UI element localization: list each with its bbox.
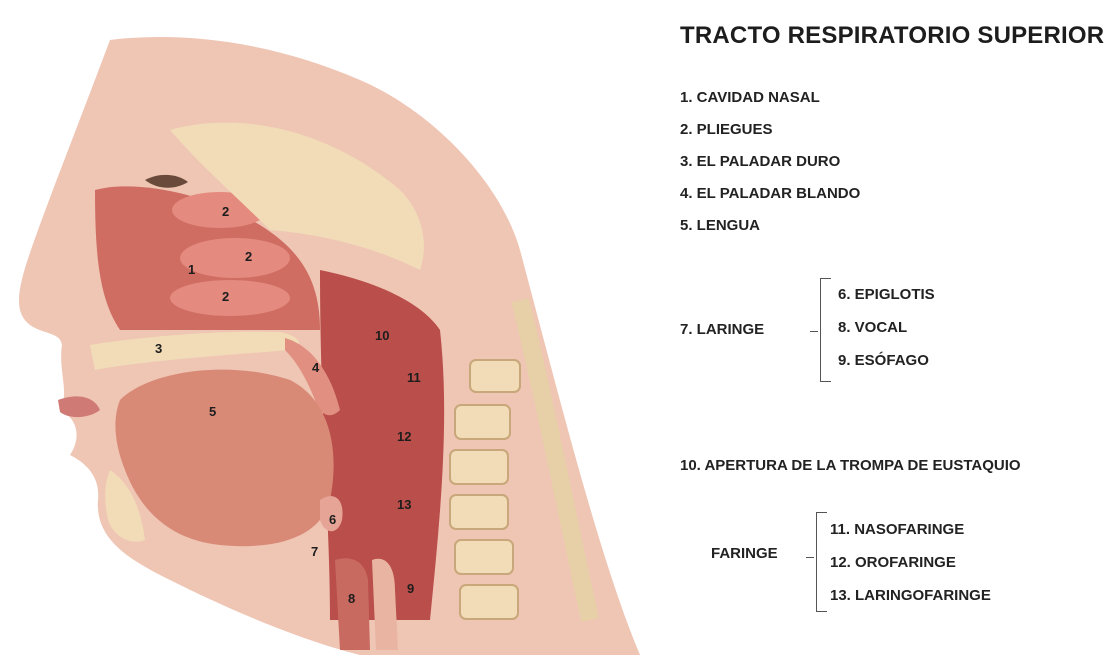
diagram-label-13: 13 bbox=[397, 498, 411, 511]
legend-item: 3. EL PALADAR DURO bbox=[680, 152, 860, 184]
pharynx-brace bbox=[816, 512, 817, 612]
larynx-item: 8. VOCAL bbox=[838, 318, 935, 351]
pharynx-brace-tick bbox=[806, 557, 814, 558]
larynx-item: 9. ESÓFAGO bbox=[838, 351, 935, 384]
pharynx-sub-list: 11. NASOFARINGE 12. OROFARINGE 13. LARIN… bbox=[830, 520, 991, 619]
diagram-label-2: 2 bbox=[245, 250, 252, 263]
diagram-label-7: 7 bbox=[311, 545, 318, 558]
diagram-label-3: 3 bbox=[155, 342, 162, 355]
diagram-label-9: 9 bbox=[407, 582, 414, 595]
diagram-label-2: 2 bbox=[222, 205, 229, 218]
turbinate-lower bbox=[170, 280, 290, 316]
diagram-label-5: 5 bbox=[209, 405, 216, 418]
diagram-label-10: 10 bbox=[375, 329, 389, 342]
legend-item: 4. EL PALADAR BLANDO bbox=[680, 184, 860, 216]
diagram-label-2: 2 bbox=[222, 290, 229, 303]
diagram-label-1: 1 bbox=[188, 263, 195, 276]
larynx-brace bbox=[820, 278, 821, 382]
diagram-label-6: 6 bbox=[329, 513, 336, 526]
diagram-label-12: 12 bbox=[397, 430, 411, 443]
turbinate-middle bbox=[180, 238, 290, 278]
larynx-sub-list: 6. EPIGLOTIS 8. VOCAL 9. ESÓFAGO bbox=[838, 285, 935, 384]
larynx-group-label: 7. LARINGE bbox=[680, 321, 764, 338]
head-cross-section-illustration: 2 1 2 2 3 4 5 10 11 12 13 6 7 8 9 bbox=[0, 0, 660, 660]
larynx-item: 6. EPIGLOTIS bbox=[838, 285, 935, 318]
legend-item-eustachian: 10. APERTURA DE LA TROMPA DE EUSTAQUIO bbox=[680, 457, 1021, 474]
pharynx-item: 11. NASOFARINGE bbox=[830, 520, 991, 553]
legend-item: 1. CAVIDAD NASAL bbox=[680, 88, 860, 120]
larynx-brace-tick bbox=[810, 331, 818, 332]
legend-item: 5. LENGUA bbox=[680, 216, 860, 248]
diagram-label-4: 4 bbox=[312, 361, 319, 374]
pharynx-item: 13. LARINGOFARINGE bbox=[830, 586, 991, 619]
diagram-label-11: 11 bbox=[407, 371, 421, 384]
pharynx-group-label: FARINGE bbox=[711, 545, 778, 562]
legend-list: 1. CAVIDAD NASAL 2. PLIEGUES 3. EL PALAD… bbox=[680, 88, 860, 248]
diagram-label-8: 8 bbox=[348, 592, 355, 605]
page-title: TRACTO RESPIRATORIO SUPERIOR bbox=[680, 22, 1104, 50]
pharynx-item: 12. OROFARINGE bbox=[830, 553, 991, 586]
anatomy-drawing bbox=[0, 0, 660, 660]
legend-item: 2. PLIEGUES bbox=[680, 120, 860, 152]
